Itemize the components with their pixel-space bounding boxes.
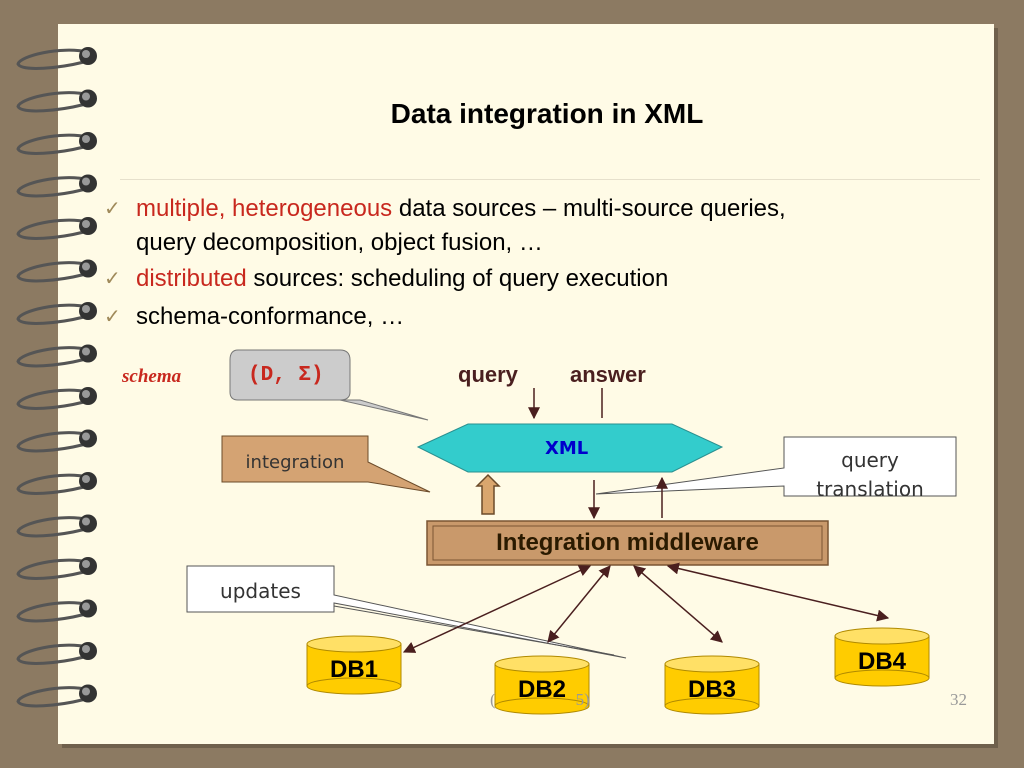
- checkmark-icon: ✓: [104, 306, 121, 328]
- xml-label: XML: [545, 438, 589, 459]
- query-translation-line1: query: [841, 448, 899, 472]
- spiral-ring: [16, 429, 97, 453]
- schema-label: schema: [122, 366, 182, 387]
- spiral-ring: [16, 642, 97, 665]
- db4-cylinder: [834, 627, 930, 687]
- db3-label: DB3: [687, 676, 736, 703]
- middleware-box-inner: [432, 525, 823, 561]
- spiral-ring: [16, 259, 97, 283]
- integration-callout-label: integration: [245, 452, 345, 473]
- bullet-2-highlight: distributed: [136, 265, 247, 292]
- bullet-1-text-line2: query decomposition, object fusion, …: [136, 229, 543, 256]
- spiral-ring: [16, 174, 97, 198]
- db4-label: DB4: [857, 648, 906, 675]
- updates-callout-label: updates: [220, 579, 301, 603]
- spiral-ring: [16, 89, 97, 113]
- query-label: query: [458, 362, 518, 387]
- spiral-ring: [16, 217, 97, 240]
- schema-tuple: (D, Σ): [248, 364, 324, 387]
- spiral-ring: [16, 302, 97, 325]
- spiral-ring: [16, 387, 97, 410]
- db3-cylinder: [664, 655, 760, 715]
- middleware-label: Integration middleware: [496, 529, 759, 556]
- spiral-ring: [16, 472, 97, 495]
- db1-label: DB1: [329, 656, 378, 683]
- spiral-ring: [16, 47, 97, 70]
- arrow-db3: [633, 565, 723, 643]
- up-block-arrow: [475, 473, 501, 515]
- query-translation-callout-shape: [595, 436, 957, 497]
- bullet-1-highlight: multiple, heterogeneous: [136, 195, 393, 222]
- footer-text: (5): [490, 690, 590, 710]
- spiral-ring: [16, 599, 97, 623]
- answer-label: answer: [570, 362, 646, 387]
- bullet-1-text: data sources – multi-source queries,: [392, 195, 786, 222]
- db1-cylinder: [306, 635, 402, 695]
- spiral-ring: [16, 344, 97, 368]
- schema-callout-shape: [229, 349, 429, 421]
- title-divider: [120, 179, 980, 180]
- spiral-ring: [16, 132, 97, 155]
- xml-hexagon: [416, 423, 724, 473]
- page-number: 32: [950, 690, 967, 709]
- footer-left: (: [490, 690, 496, 709]
- bullet-2-text: sources: scheduling of query execution: [246, 265, 669, 292]
- integration-callout-shape: [221, 435, 431, 493]
- bullet-3-text: schema-conformance, …: [136, 303, 405, 330]
- db2-cylinder: [494, 655, 590, 715]
- checkmark-icon: ✓: [104, 198, 121, 220]
- spiral-ring: [16, 684, 97, 708]
- arrow-db2: [547, 565, 611, 643]
- query-translation-line2: translation: [816, 477, 924, 501]
- spiral-binding: [16, 47, 97, 708]
- footer-right: 5): [575, 690, 590, 709]
- spiral-ring: [16, 514, 97, 538]
- query-translation-callout-label: query translation: [784, 446, 956, 504]
- spiral-ring: [16, 557, 97, 580]
- slide-title: Data integration in XML: [390, 98, 704, 129]
- arrow-db4: [666, 562, 890, 622]
- arrow-db1: [402, 565, 592, 653]
- checkmark-icon: ✓: [104, 268, 121, 290]
- db2-label: DB2: [517, 676, 566, 703]
